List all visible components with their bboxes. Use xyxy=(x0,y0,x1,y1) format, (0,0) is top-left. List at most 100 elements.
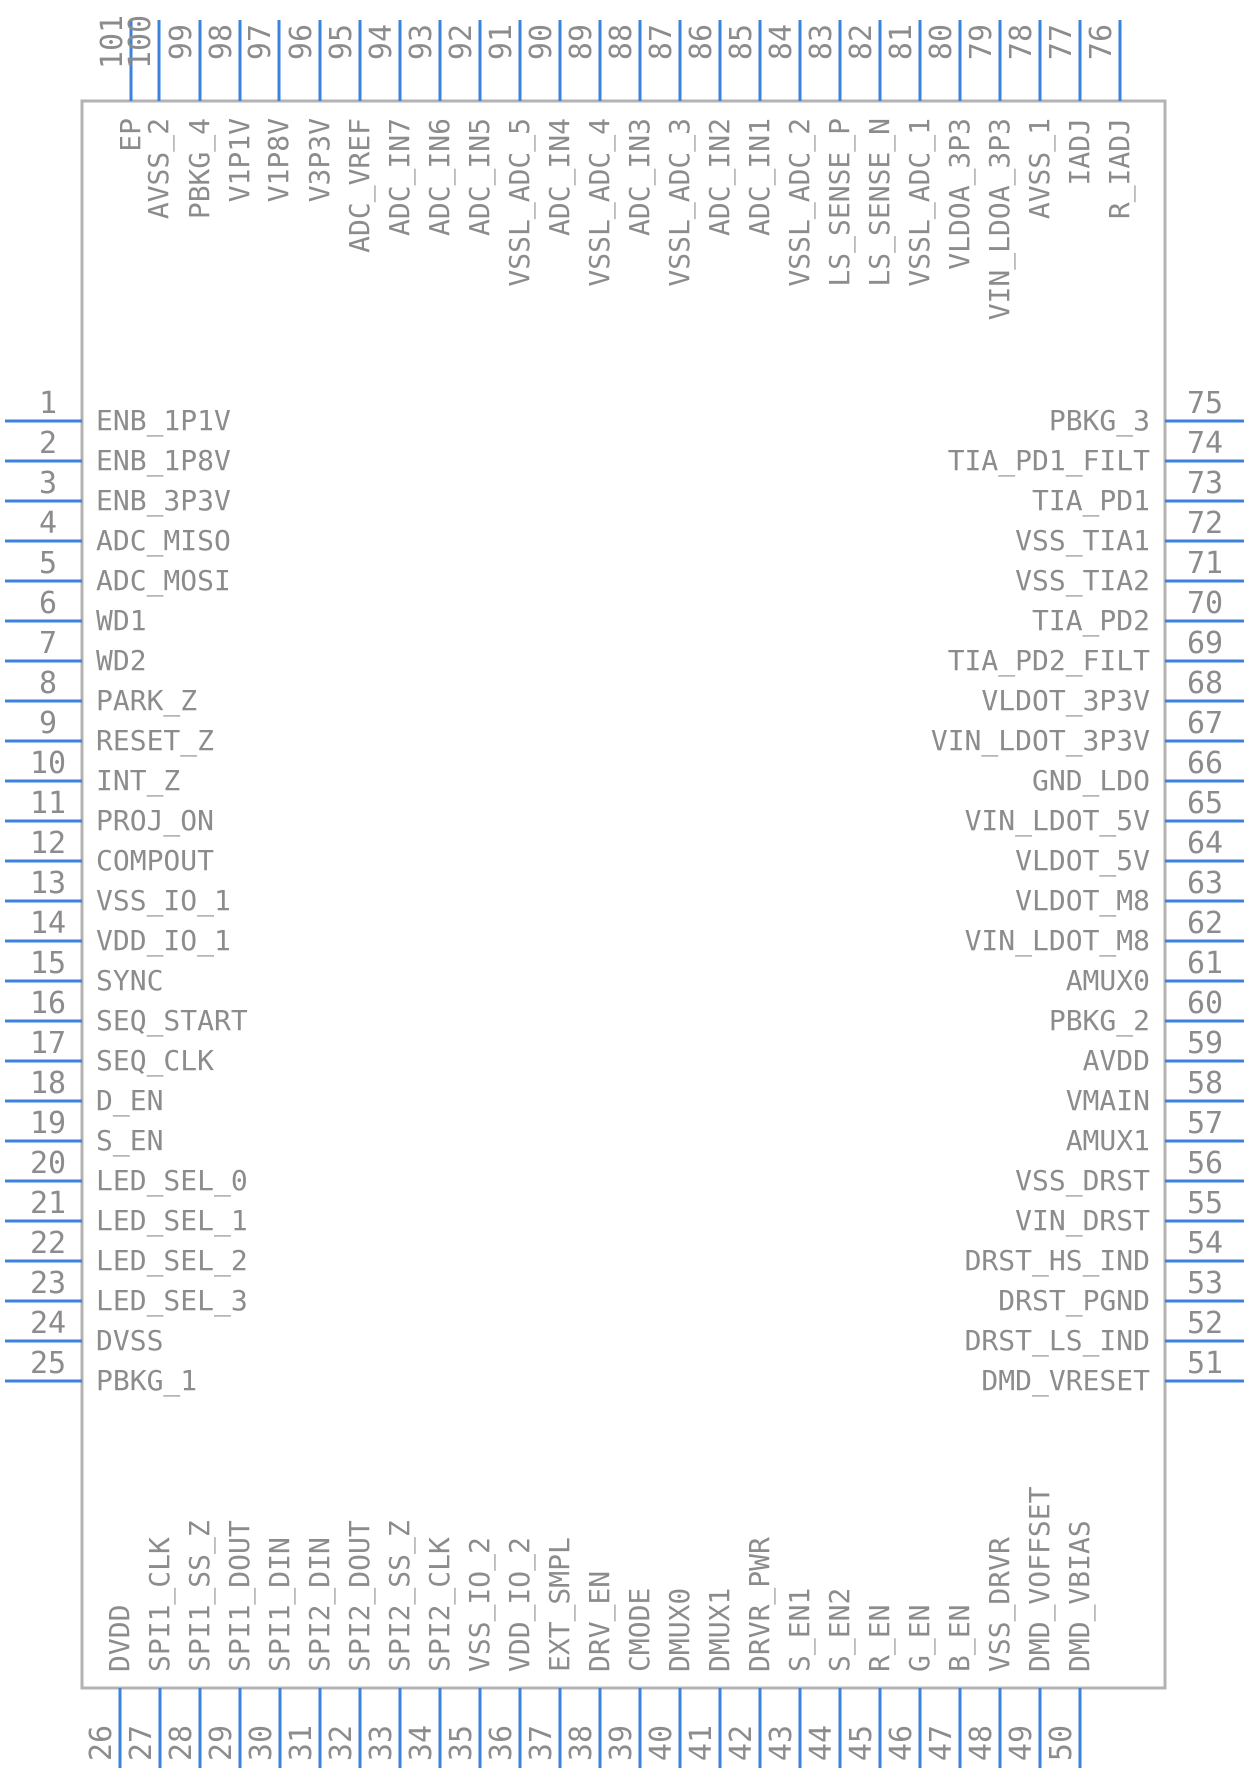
pin-name: DMD_VRESET xyxy=(981,1364,1150,1398)
pin-name: D_EN xyxy=(96,1084,163,1118)
pin-number: 82 xyxy=(844,24,879,60)
pin-name: LED_SEL_3 xyxy=(96,1284,248,1318)
pin-name: EXT_SMPL xyxy=(543,1537,577,1672)
pin-number: 77 xyxy=(1044,24,1079,60)
pin-number: 24 xyxy=(30,1306,66,1341)
pin-name: SPI1_DIN xyxy=(263,1537,297,1672)
pin-number: 25 xyxy=(30,1346,66,1381)
pin-name: DVSS xyxy=(96,1324,163,1357)
pin-name: PBKG_4 xyxy=(183,118,217,219)
pin-number: 84 xyxy=(764,24,799,60)
pin-name: ENB_1P1V xyxy=(96,404,231,438)
pin-name: G_EN xyxy=(903,1605,937,1672)
pin-name: GND_LDO xyxy=(1032,764,1150,798)
pin-name: VLDOT_3P3V xyxy=(981,684,1150,718)
pin-number: 6 xyxy=(39,586,57,621)
pin-name: INT_Z xyxy=(96,764,180,798)
pin-number: 86 xyxy=(684,24,719,60)
pin-name: WD2 xyxy=(96,644,147,677)
pin-name: ADC_IN6 xyxy=(423,118,457,236)
pin-number: 97 xyxy=(243,24,278,60)
pin-number: 19 xyxy=(30,1106,66,1141)
pin-name: SYNC xyxy=(96,964,163,997)
pin-number: 68 xyxy=(1187,666,1223,701)
pin-name: ADC_MISO xyxy=(96,524,231,558)
pin-name: IADJ xyxy=(1063,118,1096,185)
pin-number: 75 xyxy=(1187,386,1223,421)
ic-body-outline xyxy=(80,99,1167,1690)
pin-name: VMAIN xyxy=(1066,1084,1150,1117)
pin-number: 73 xyxy=(1187,466,1223,501)
pin-number: 62 xyxy=(1187,906,1223,941)
pin-name: ADC_IN1 xyxy=(743,118,777,236)
pin-number: 32 xyxy=(324,1725,359,1761)
pin-name: VIN_LDOT_3P3V xyxy=(931,724,1150,758)
pin-name: VIN_LDOA_3P3 xyxy=(983,118,1017,320)
pin-number: 67 xyxy=(1187,706,1223,741)
pin-number: 66 xyxy=(1187,746,1223,781)
pin-number: 49 xyxy=(1004,1725,1039,1761)
pin-number: 61 xyxy=(1187,946,1223,981)
pin-number: 99 xyxy=(164,24,199,60)
pin-name: VSS_IO_1 xyxy=(96,884,231,918)
pin-name: TIA_PD1_FILT xyxy=(948,444,1150,478)
pin-name: LS_SENSE_P xyxy=(823,118,857,287)
pin-name: LED_SEL_0 xyxy=(96,1164,248,1198)
pin-name: PROJ_ON xyxy=(96,804,214,838)
pin-name: DRST_HS_IND xyxy=(965,1244,1150,1278)
pin-name: ENB_1P8V xyxy=(96,444,231,478)
pin-number: 91 xyxy=(484,24,519,60)
pin-number: 70 xyxy=(1187,586,1223,621)
pin-name: SPI2_DIN xyxy=(303,1537,337,1672)
pin-number: 51 xyxy=(1187,1346,1223,1381)
pin-number: 81 xyxy=(884,24,919,60)
pin-number: 95 xyxy=(324,24,359,60)
pin-name: PBKG_2 xyxy=(1049,1004,1150,1038)
pin-number: 11 xyxy=(30,786,66,821)
pin-number: 3 xyxy=(39,466,57,501)
pin-name: DRST_PGND xyxy=(998,1284,1150,1318)
pin-name: S_EN2 xyxy=(823,1588,857,1672)
pin-number: 29 xyxy=(204,1725,239,1761)
pin-name: TIA_PD2 xyxy=(1032,604,1150,638)
pin-number: 23 xyxy=(30,1266,66,1301)
pin-number: 35 xyxy=(444,1725,479,1761)
pin-name: VLDOT_5V xyxy=(1015,844,1150,878)
pin-name: S_EN1 xyxy=(783,1588,817,1672)
pin-name: SEQ_CLK xyxy=(96,1044,214,1078)
pin-number: 36 xyxy=(484,1725,519,1761)
pin-number: 18 xyxy=(30,1066,66,1101)
pin-name: DRV_EN xyxy=(583,1571,617,1672)
pin-number: 33 xyxy=(364,1725,399,1761)
pin-name: ADC_VREF xyxy=(343,118,377,253)
pin-number: 46 xyxy=(884,1725,919,1761)
pin-name: SPI1_SS_Z xyxy=(183,1520,217,1672)
pin-name: DRST_LS_IND xyxy=(965,1324,1150,1358)
pin-number: 17 xyxy=(30,1026,66,1061)
pin-number: 40 xyxy=(644,1725,679,1761)
pin-name: EP xyxy=(114,118,147,152)
pin-number: 4 xyxy=(39,506,57,541)
pin-number: 69 xyxy=(1187,626,1223,661)
pin-name: ENB_3P3V xyxy=(96,484,231,518)
pin-number: 34 xyxy=(404,1725,439,1761)
pin-number: 71 xyxy=(1187,546,1223,581)
pin-number: 5 xyxy=(39,546,57,581)
pin-number: 79 xyxy=(964,24,999,60)
pin-name: LS_SENSE_N xyxy=(863,118,897,287)
pin-number: 57 xyxy=(1187,1106,1223,1141)
pin-name: V1P1V xyxy=(223,118,256,202)
pin-number: 85 xyxy=(724,24,759,60)
pin-name: CMODE xyxy=(623,1588,656,1672)
pin-number: 87 xyxy=(644,24,679,60)
pin-name: VLDOT_M8 xyxy=(1015,884,1150,918)
bottom-pin-group: 26DVDD27SPI1_CLK28SPI1_SS_Z29SPI1_DOUT30… xyxy=(84,1486,1097,1768)
pin-name: ADC_IN2 xyxy=(703,118,737,236)
pin-name: VIN_LDOT_M8 xyxy=(965,924,1150,958)
pin-number: 21 xyxy=(30,1186,66,1221)
pin-number: 90 xyxy=(524,24,559,60)
pin-name: ADC_IN7 xyxy=(383,118,417,236)
pin-name: RESET_Z xyxy=(96,724,214,758)
pin-name: PBKG_3 xyxy=(1049,404,1150,438)
